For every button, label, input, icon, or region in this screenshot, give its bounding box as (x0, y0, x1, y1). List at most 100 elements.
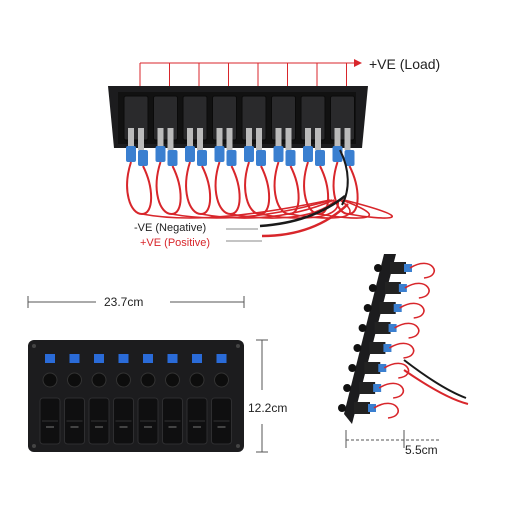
side-connector (404, 264, 412, 272)
indicator-led-icon (167, 354, 178, 363)
width-label: 23.7cm (104, 295, 144, 309)
load-label: +VE (Load) (369, 56, 441, 72)
positive-lead (261, 203, 349, 238)
rear-view-panel (108, 59, 393, 242)
side-red-wire (378, 382, 405, 399)
side-switch-body (390, 262, 406, 274)
red-wire-loop (126, 161, 153, 216)
side-view-panel (338, 254, 469, 448)
blue-connector (185, 146, 195, 162)
fuse-holder-icon (42, 372, 58, 388)
fuse-holder-icon (140, 372, 156, 388)
rear-switch-terminal (285, 128, 292, 150)
red-wire-run (343, 199, 393, 219)
red-wire-run (318, 199, 371, 219)
rear-switch-terminal (138, 128, 144, 150)
blue-connector (285, 150, 296, 166)
side-red-wire (394, 322, 420, 339)
rear-switch-terminal (334, 128, 341, 150)
rear-switch-body (212, 95, 237, 141)
rocker-marking (95, 426, 103, 428)
rear-switch-terminal (256, 128, 262, 150)
blue-connector (155, 146, 166, 162)
rocker-marking (144, 426, 152, 428)
red-wire-loop (214, 161, 241, 216)
side-panel-plate (344, 254, 396, 424)
indicator-led-icon (143, 354, 153, 363)
fuse-holder-icon (67, 372, 82, 388)
side-connector (383, 344, 392, 352)
red-wire-loop (244, 161, 271, 216)
side-red-wire (399, 302, 425, 319)
rear-switch-terminal (226, 128, 233, 150)
rear-switch-terminal (197, 128, 203, 150)
indicator-led-icon (192, 354, 202, 363)
blue-connector (138, 150, 148, 166)
fuse-holder-icon (189, 372, 205, 388)
side-fuse-holder (358, 324, 367, 332)
red-wire-loop (303, 161, 330, 216)
indicator-led-icon (45, 354, 55, 363)
indicator-led-icon (94, 354, 104, 363)
positive-label: +VE (Positive) (140, 237, 210, 249)
red-wire-loop (332, 161, 359, 216)
side-connector (368, 404, 376, 412)
fuse-holder-icon (116, 372, 131, 388)
height-label: 12.2cm (248, 401, 288, 415)
side-switch-body (379, 302, 396, 314)
blue-connector (197, 150, 207, 166)
depth-label: 5.5cm (405, 443, 438, 457)
fuse-holder-icon (214, 372, 229, 388)
rear-switch-terminal (216, 128, 223, 150)
side-fuse-holder (368, 284, 377, 292)
rear-switch-terminal (344, 128, 351, 150)
blue-connector (303, 146, 313, 162)
red-wire-loop (185, 161, 212, 216)
side-connector (378, 364, 387, 372)
load-arrow-icon (354, 59, 362, 67)
side-connector (393, 304, 402, 312)
rear-switch-body (182, 95, 208, 141)
red-wire-loop (155, 161, 182, 216)
rear-switch-body (123, 95, 149, 141)
side-switch-body (364, 362, 381, 374)
side-red-wire (404, 282, 430, 299)
rear-wiring (126, 146, 393, 219)
side-red-wire (409, 262, 435, 279)
blue-connector (226, 150, 237, 166)
side-fuse-holder (348, 364, 357, 372)
rocker-marking (168, 426, 177, 428)
rear-switch-terminal (305, 128, 311, 150)
side-switch-bodies (338, 262, 469, 419)
side-switch-body (369, 342, 386, 354)
indicator-led-icon (69, 354, 80, 363)
side-fuse-holder (374, 264, 382, 272)
blue-connector (244, 146, 254, 162)
rear-switch-body (300, 95, 326, 141)
side-fuse-holder (343, 384, 352, 392)
rocker-marking (119, 426, 128, 428)
blue-connector (273, 146, 284, 162)
fuse-holder-icon (91, 372, 107, 388)
side-switch-body (354, 402, 370, 414)
blue-connector (344, 150, 355, 166)
side-fuse-holder (338, 404, 346, 412)
indicator-led-icon (118, 354, 129, 363)
blue-connector (256, 150, 266, 166)
side-black-wire (403, 359, 467, 399)
negative-lead (259, 195, 346, 228)
rear-switch-terminal (275, 128, 282, 150)
rocker-marking (46, 426, 54, 428)
side-switch-body (374, 322, 391, 334)
rocker-marking (70, 426, 79, 428)
rear-switch-terminal (128, 128, 134, 150)
rear-switch-body (153, 95, 178, 141)
rear-switch-body (271, 95, 296, 141)
rear-switch-body (241, 95, 267, 141)
blue-connector (315, 150, 325, 166)
side-red-wire (373, 402, 399, 419)
blue-connector (126, 146, 136, 162)
side-red-lead (403, 369, 469, 405)
side-red-wire (383, 362, 410, 379)
